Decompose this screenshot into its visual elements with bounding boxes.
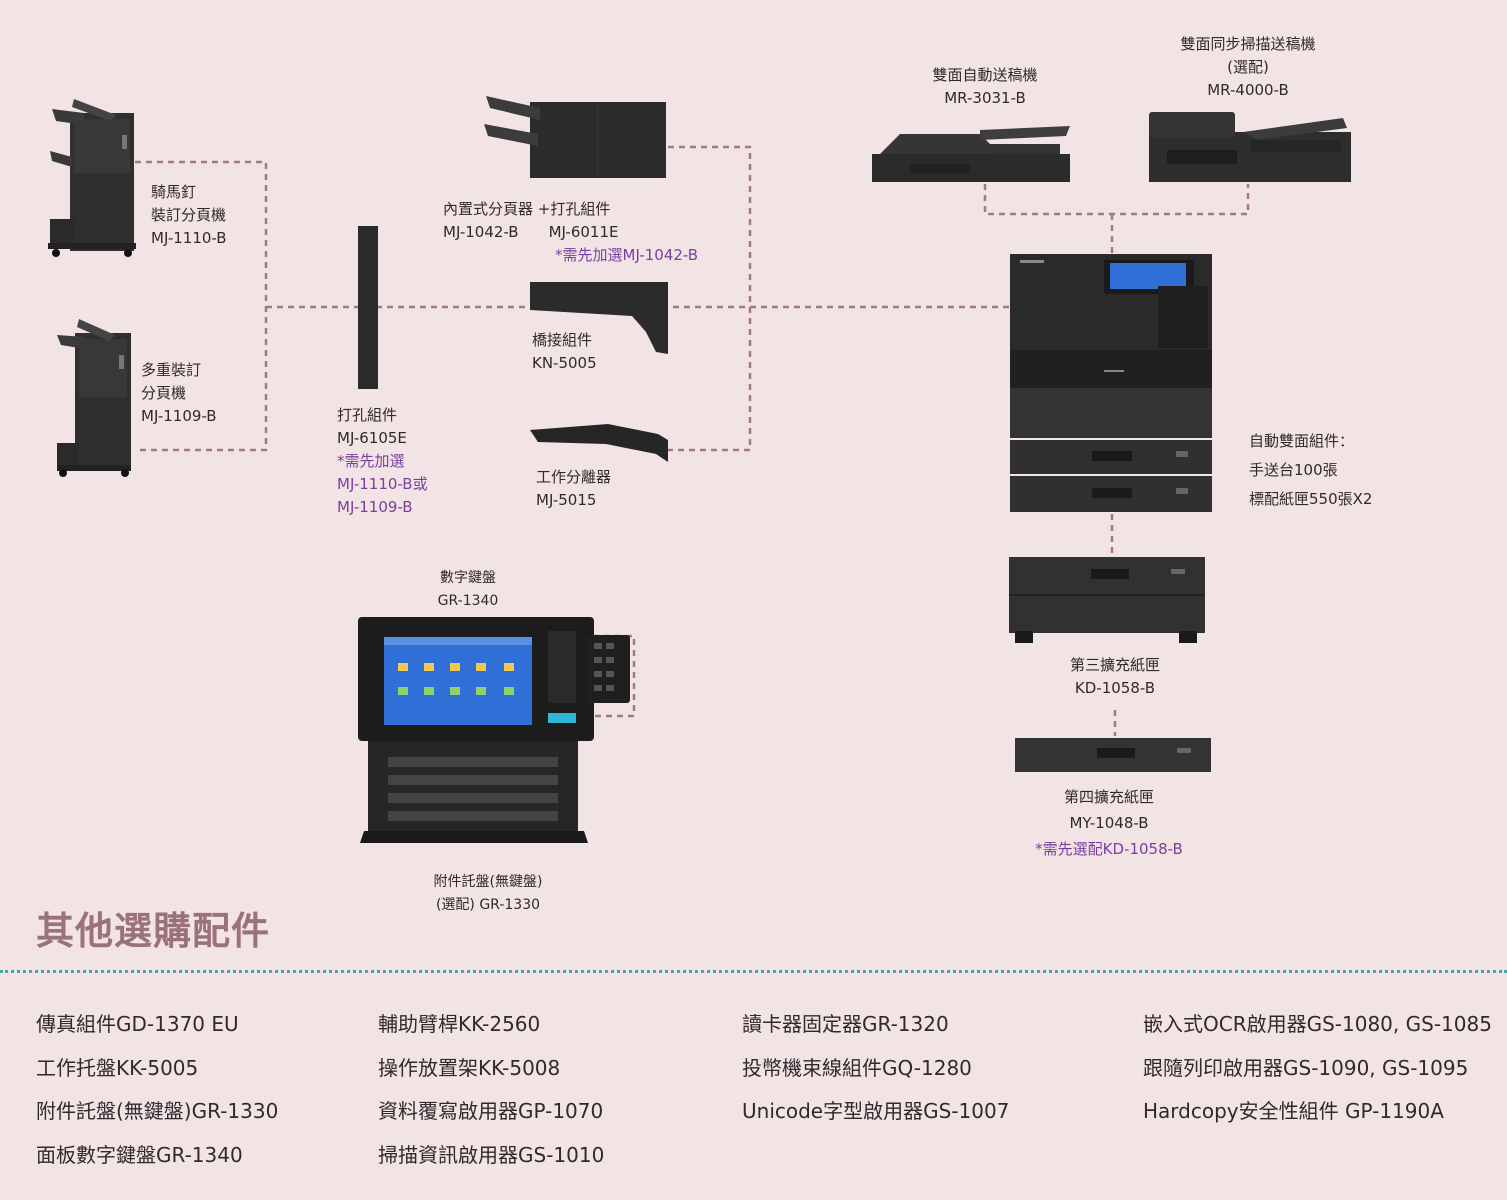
feeder-bracket-line	[983, 184, 1250, 216]
multi-finisher-image	[57, 319, 131, 477]
keypad-bracket-line	[593, 634, 636, 718]
label-line: 多重裝訂	[141, 361, 202, 379]
accessory-item: 投幣機束線組件GQ-1280	[742, 1055, 972, 1080]
accessory-item: Hardcopy安全性組件 GP-1190A	[1143, 1099, 1444, 1123]
label-line: KN-5005	[532, 354, 597, 372]
accessory-column-4: 嵌入式OCR啟用器GS-1080, GS-1085 跟隨列印啟用器GS-1090…	[1143, 1003, 1492, 1134]
accessory-item: 操作放置架KK-5008	[378, 1055, 561, 1080]
requirement-note: *需先加選MJ-1042-B	[555, 246, 699, 264]
label-line: MJ-1109-B	[141, 407, 217, 425]
label-line: 裝訂分頁機	[151, 206, 227, 224]
inner-finisher-image	[484, 96, 666, 178]
label-line: MJ-1110-B	[151, 229, 227, 247]
accessory-item: 跟隨列印啟用器GS-1090, GS-1095	[1143, 1055, 1469, 1080]
label-line: 附件託盤(無鍵盤)	[433, 874, 543, 890]
dsdf-label: 雙面同步掃描送稿機 (選配) MR-4000-B	[1158, 33, 1338, 102]
label-line: 自動雙面組件：	[1249, 432, 1355, 450]
accessory-item: 面板數字鍵盤GR-1340	[36, 1142, 243, 1167]
third-drawer-image	[1009, 557, 1205, 643]
accessories-heading: 其他選購配件	[36, 909, 271, 953]
requirement-note: *需先加選	[337, 452, 405, 470]
model-number: MJ-1042-B	[443, 223, 519, 241]
label-line: MR-3031-B	[944, 89, 1026, 107]
label-line: MR-4000-B	[1207, 81, 1289, 99]
job-separator-image	[530, 424, 668, 462]
accessory-item: 附件託盤(無鍵盤)GR-1330	[36, 1099, 279, 1123]
label-line: MJ-5015	[536, 491, 597, 509]
inner-finisher-label: 內置式分頁器 +打孔組件 MJ-1042-B MJ-6011E *需先加選MJ-1…	[443, 198, 698, 267]
control-panel-image	[358, 617, 630, 843]
fourth-drawer-image	[1015, 738, 1211, 772]
accessory-item: 輔助臂桿KK-2560	[378, 1012, 541, 1036]
label-line: 數字鍵盤	[440, 570, 496, 586]
accessory-item: 掃描資訊啟用器GS-1010	[378, 1142, 605, 1167]
work-tray-label: 附件託盤(無鍵盤) (選配) GR-1330	[408, 871, 568, 917]
label-line: (選配) GR-1330	[435, 897, 541, 913]
hole-punch-6105-label: 打孔組件 MJ-6105E *需先加選 MJ-1110-B或 MJ-1109-B	[337, 404, 428, 519]
section-divider	[0, 970, 1507, 973]
accessory-column-1: 傳真組件GD-1370 EU 工作托盤KK-5005 附件託盤(無鍵盤)GR-1…	[36, 1003, 278, 1177]
label-line: 第三擴充紙匣	[1069, 656, 1160, 674]
bridge-kit-label: 橋接組件 KN-5005	[532, 329, 597, 375]
label-line: 騎馬釘	[151, 183, 197, 201]
label-line: MY-1048-B	[1069, 814, 1149, 832]
label-line: 雙面自動送稿機	[932, 66, 1038, 84]
model-number: MJ-6011E	[548, 223, 619, 241]
label-line: 分頁機	[141, 384, 187, 402]
multi-finisher-label: 多重裝訂 分頁機 MJ-1109-B	[141, 359, 217, 428]
fourth-drawer-label: 第四擴充紙匣 MY-1048-B *需先選配KD-1058-B	[1019, 784, 1199, 862]
label-line: 雙面同步掃描送稿機	[1180, 35, 1316, 53]
dadf-label: 雙面自動送稿機 MR-3031-B	[905, 64, 1065, 110]
label-line: 手送台100張	[1249, 461, 1338, 479]
saddle-finisher-image	[48, 99, 136, 257]
requirement-note: MJ-1110-B或	[337, 475, 428, 493]
label-line: (選配)	[1227, 58, 1269, 76]
accessory-item: 資料覆寫啟用器GP-1070	[378, 1099, 604, 1123]
accessory-item: 工作托盤KK-5005	[36, 1055, 199, 1080]
dadf-image	[872, 126, 1070, 182]
third-drawer-label: 第三擴充紙匣 KD-1058-B	[1045, 654, 1185, 700]
job-separator-label: 工作分離器 MJ-5015	[536, 466, 611, 512]
label-line: 工作分離器	[536, 468, 612, 486]
label-line: GR-1340	[437, 593, 499, 609]
label-line: 標配紙匣550張X2	[1249, 490, 1373, 508]
keypad-label: 數字鍵盤 GR-1340	[408, 567, 528, 613]
saddle-finisher-label: 騎馬釘 裝訂分頁機 MJ-1110-B	[151, 181, 227, 250]
accessory-item: Unicode字型啟用器GS-1007	[742, 1099, 1010, 1123]
accessory-item: 傳真組件GD-1370 EU	[36, 1012, 239, 1036]
mfp-main-image	[1010, 254, 1212, 512]
accessory-item: 嵌入式OCR啟用器GS-1080, GS-1085	[1143, 1012, 1492, 1036]
label-line: 內置式分頁器 +打孔組件	[443, 200, 611, 218]
hole-punch-6105-image	[358, 226, 378, 389]
accessory-item: 讀卡器固定器GR-1320	[742, 1012, 949, 1036]
label-line: 橋接組件	[532, 331, 593, 349]
label-line: MJ-6105E	[337, 429, 407, 447]
requirement-note: MJ-1109-B	[337, 498, 413, 516]
inner-option-bracket-line	[668, 145, 752, 452]
label-line: MJ-1042-B MJ-6011E	[443, 221, 698, 244]
accessory-column-2: 輔助臂桿KK-2560 操作放置架KK-5008 資料覆寫啟用器GP-1070 …	[378, 1003, 604, 1177]
label-line: KD-1058-B	[1074, 679, 1156, 697]
label-line: 打孔組件	[337, 406, 398, 424]
accessory-column-3: 讀卡器固定器GR-1320 投幣機束線組件GQ-1280 Unicode字型啟用…	[742, 1003, 1009, 1134]
bridge-kit-image	[530, 282, 668, 354]
duplex-unit-label: 自動雙面組件： 手送台100張 標配紙匣550張X2	[1249, 427, 1372, 514]
label-line: 第四擴充紙匣	[1063, 788, 1154, 806]
dsdf-image	[1149, 112, 1351, 182]
requirement-note: *需先選配KD-1058-B	[1035, 840, 1183, 858]
